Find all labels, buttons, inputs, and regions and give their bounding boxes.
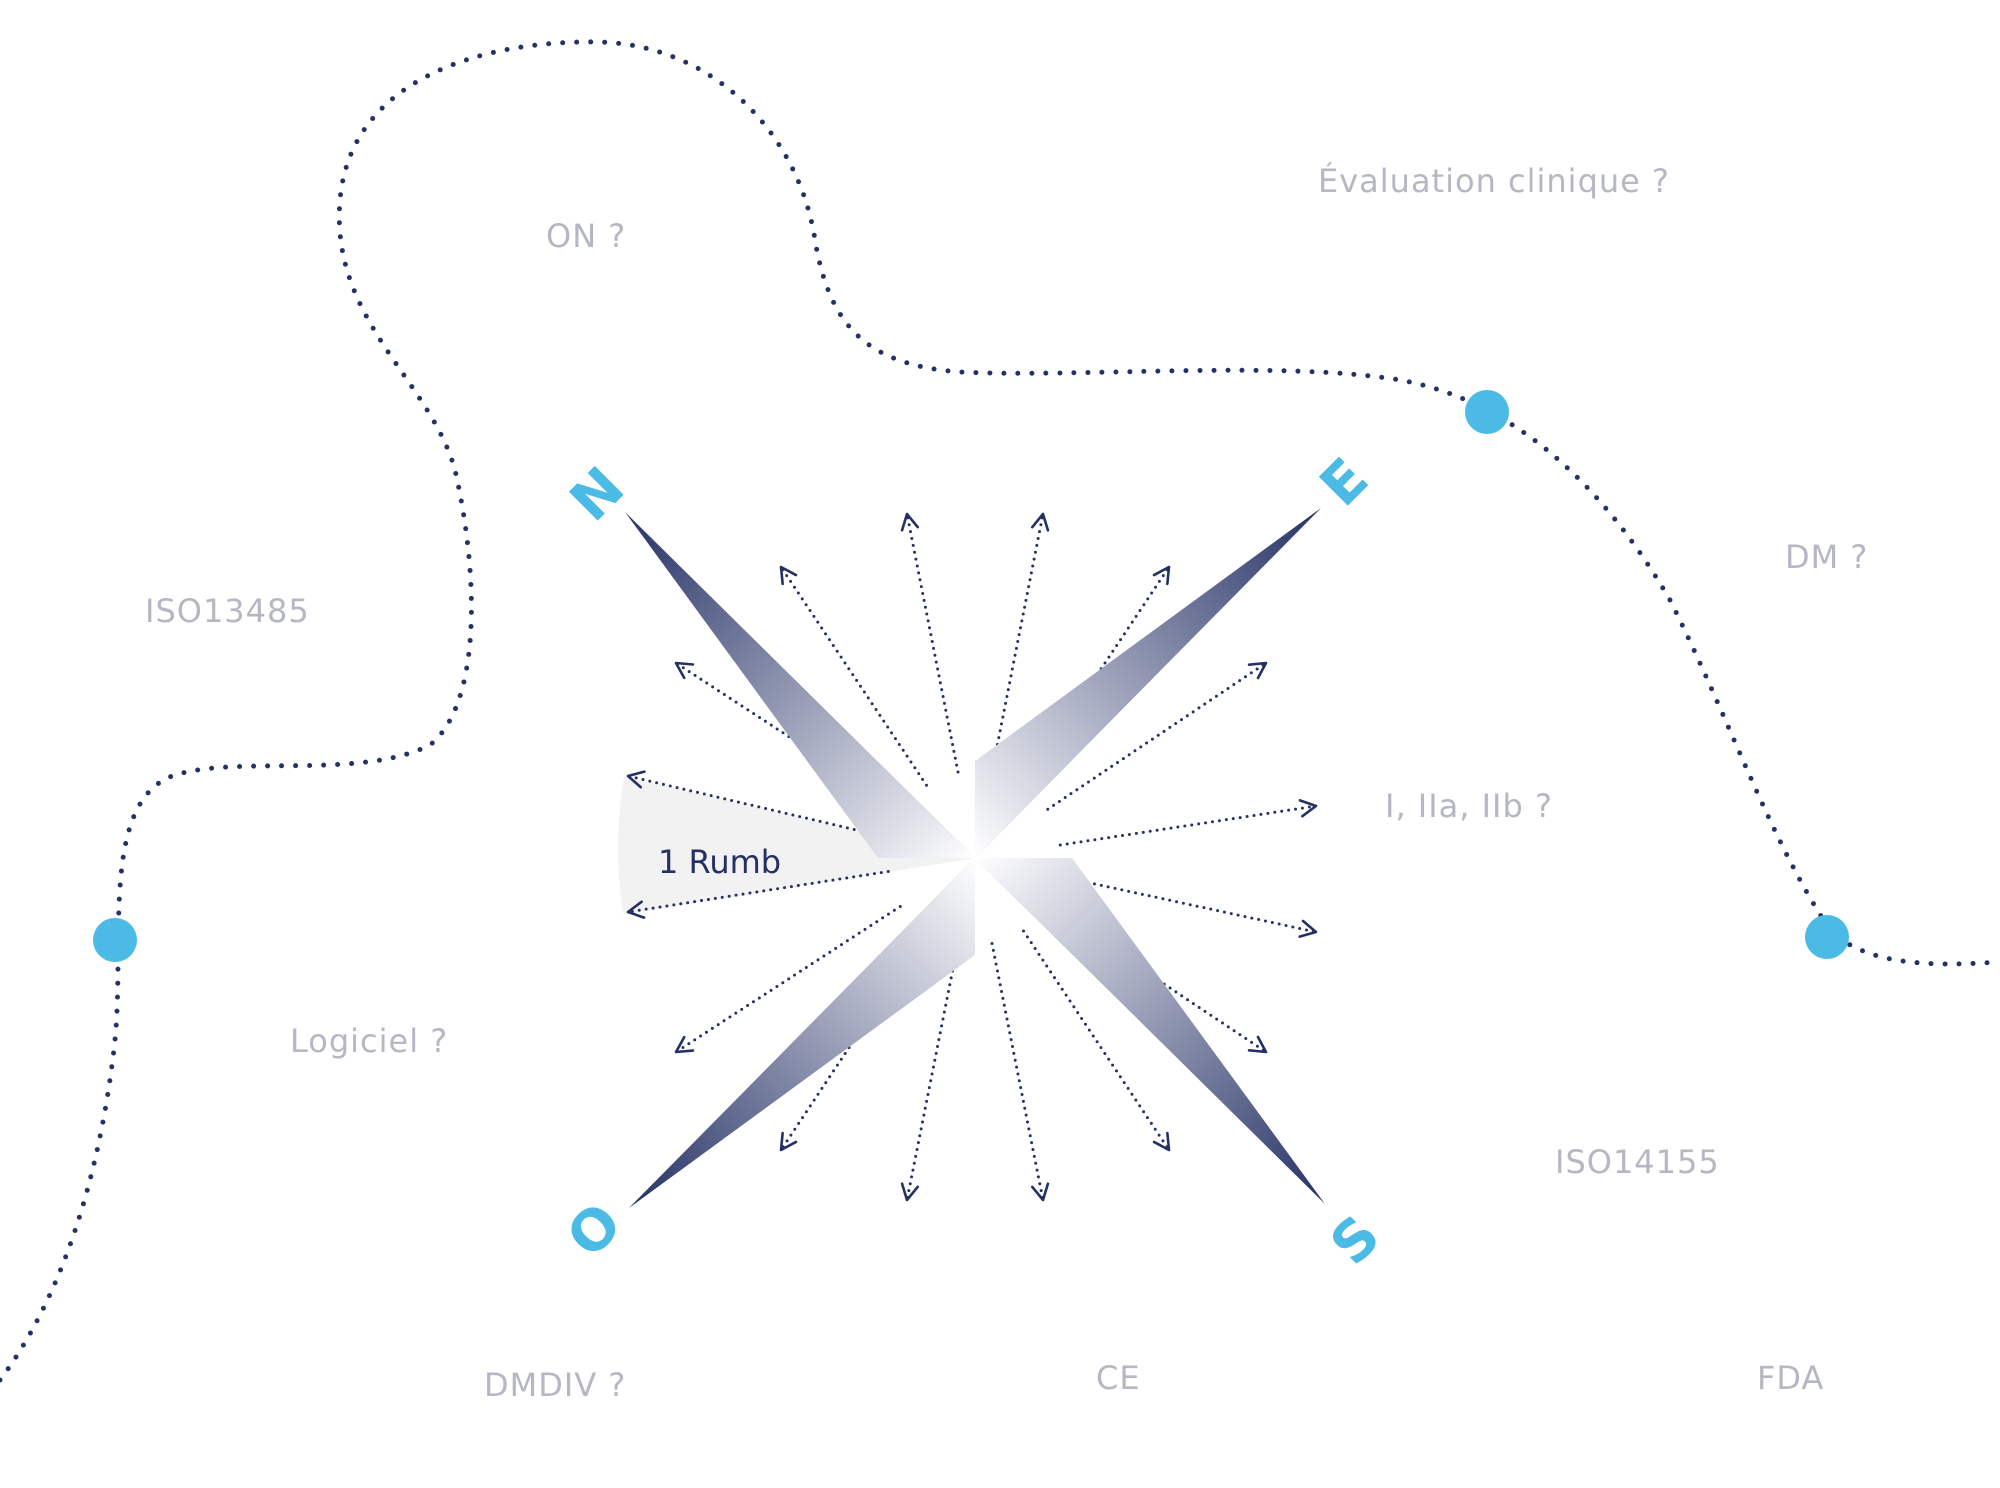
rumb-arrow-15 bbox=[900, 942, 960, 1202]
direction-south: S bbox=[1318, 1203, 1392, 1277]
compass-arm-south bbox=[975, 858, 1325, 1204]
rumb-arrow-9 bbox=[626, 870, 890, 919]
label-on: ON ? bbox=[546, 217, 626, 255]
label-dm: DM ? bbox=[1785, 538, 1868, 576]
waypoint-dot-north bbox=[1465, 390, 1509, 434]
rumb-arrow-10 bbox=[1058, 875, 1318, 938]
rumb-arrow-5 bbox=[674, 661, 902, 811]
direction-north: N bbox=[558, 455, 637, 534]
compass-arm-east bbox=[975, 508, 1321, 858]
label-ce: CE bbox=[1096, 1359, 1141, 1397]
rumb-arrow-8 bbox=[1058, 799, 1318, 847]
label-dmdiv: DMDIV ? bbox=[484, 1366, 626, 1404]
rumb-sector bbox=[618, 776, 975, 915]
rumb-arrow-16 bbox=[990, 942, 1050, 1202]
label-iso14155: ISO14155 bbox=[1555, 1143, 1720, 1181]
label-evaluation-clinique: Évaluation clinique ? bbox=[1318, 162, 1670, 200]
direction-west: O bbox=[555, 1191, 635, 1271]
dotted-route bbox=[0, 39, 2000, 1383]
direction-east: E bbox=[1308, 446, 1381, 519]
waypoint-dot-west bbox=[93, 918, 137, 962]
label-iso13485: ISO13485 bbox=[145, 592, 310, 630]
rumb-arrow-11 bbox=[674, 905, 902, 1054]
label-classes: I, IIa, IIb ? bbox=[1385, 787, 1553, 825]
compass-arrows bbox=[626, 512, 1318, 1202]
rumb-arrow-7 bbox=[626, 770, 890, 839]
rumb-arrow-1 bbox=[900, 512, 960, 774]
label-logiciel: Logiciel ? bbox=[290, 1022, 448, 1060]
compass-arm-west bbox=[629, 858, 975, 1208]
waypoint-dot-east bbox=[1805, 915, 1849, 959]
label-fda: FDA bbox=[1757, 1359, 1824, 1397]
compass-arm-north bbox=[625, 512, 975, 858]
rumb-label: 1 Rumb bbox=[658, 843, 781, 881]
compass-star bbox=[625, 508, 1325, 1208]
